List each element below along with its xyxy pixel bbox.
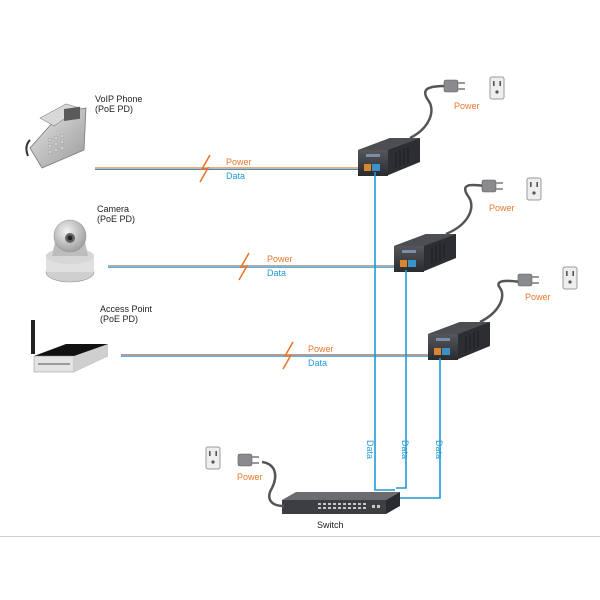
uplink-1-data-label: Data <box>365 440 375 459</box>
injector-1-power-label: Power <box>454 101 480 111</box>
power-cable-2 <box>445 183 485 236</box>
wall-outlet-icon <box>526 177 542 201</box>
wall-outlet-icon <box>205 446 221 470</box>
switch-label: Switch <box>317 520 344 530</box>
poe-injector-1 <box>357 137 421 177</box>
lightning-icon <box>199 154 211 183</box>
switch-power-cable <box>261 460 285 508</box>
power-label-1: Power <box>226 157 252 167</box>
voip-phone-label: VoIP Phone <box>95 94 142 104</box>
access-point-label: Access Point <box>100 304 153 314</box>
plug-icon <box>443 79 466 93</box>
lightning-icon <box>282 341 294 370</box>
data-label-3: Data <box>308 358 327 368</box>
power-label-2: Power <box>267 254 293 264</box>
camera-label: Camera <box>97 204 129 214</box>
divider <box>0 536 600 537</box>
plug-icon <box>517 273 540 287</box>
power-label-3: Power <box>308 344 334 354</box>
network-switch <box>282 492 400 514</box>
access-point-device <box>31 320 108 373</box>
voip-phone-sublabel: (PoE PD) <box>95 104 133 114</box>
plug-icon <box>481 179 504 193</box>
lightning-icon <box>238 252 250 281</box>
data-uplink-1 <box>374 172 395 491</box>
camera-sublabel: (PoE PD) <box>97 214 135 224</box>
data-uplink-2 <box>396 270 407 489</box>
uplink-3-data-label: Data <box>434 440 444 459</box>
poe-injector-2 <box>393 233 457 273</box>
poe-injector-3 <box>427 321 491 361</box>
uplink-2-data-label: Data <box>400 440 410 459</box>
data-label-1: Data <box>226 171 245 181</box>
power-cable-3 <box>479 279 521 324</box>
power-cable-1 <box>409 84 447 140</box>
injector-3-power-label: Power <box>525 292 551 302</box>
camera-device <box>45 219 95 283</box>
wall-outlet-icon <box>489 76 505 100</box>
injector-2-power-label: Power <box>489 203 515 213</box>
plug-icon <box>237 453 260 467</box>
voip-phone-device <box>25 103 87 169</box>
wall-outlet-icon <box>562 266 578 290</box>
data-label-2: Data <box>267 268 286 278</box>
data-uplink-3 <box>398 358 441 499</box>
access-point-sublabel: (PoE PD) <box>100 314 138 324</box>
switch-power-label: Power <box>237 472 263 482</box>
